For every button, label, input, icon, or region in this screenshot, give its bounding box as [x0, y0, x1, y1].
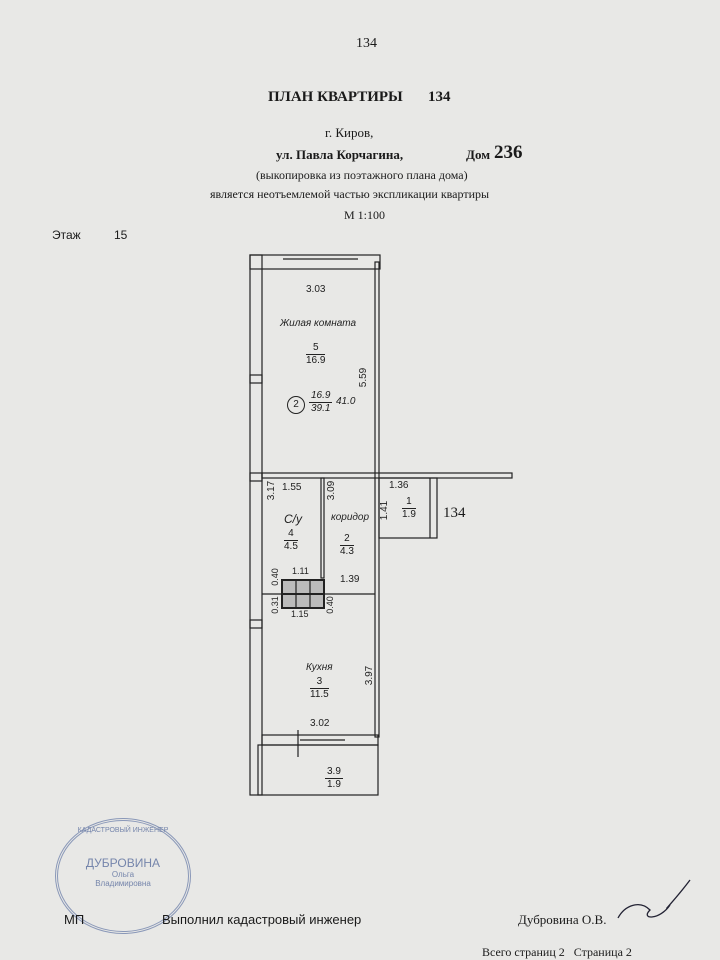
apartment-plan-label: 134 — [443, 505, 466, 521]
house-number: 236 — [494, 142, 523, 163]
apartment-number: 134 — [428, 89, 451, 105]
closet-width: 1.36 — [389, 480, 409, 491]
street: ул. Павла Корчагина, — [276, 147, 404, 162]
page-number: 134 — [356, 36, 377, 51]
integral-part-note: является неотъемлемой частью экспликации… — [210, 187, 490, 201]
floor-value: 15 — [114, 228, 128, 242]
engineer-stamp: КАДАСТРОВЫЙ ИНЖЕНЕР ДУБРОВИНА Ольга Влад… — [55, 818, 191, 934]
shaft-top-width: 1.11 — [292, 566, 309, 576]
living-room-width: 3.03 — [306, 284, 326, 295]
corridor-name: коридор — [331, 512, 370, 523]
bathroom-name: С/у — [284, 512, 302, 526]
page-title: ПЛАН КВАРТИРЫ — [268, 89, 403, 105]
kitchen-name: Кухня — [306, 662, 333, 673]
living-room-name: Жилая комната — [280, 318, 357, 329]
performed-by: Выполнил кадастровый инженер — [162, 912, 362, 927]
extract-note: (выкопировка из поэтажного плана дома) — [256, 168, 468, 182]
floor-label: Этаж — [52, 228, 81, 242]
kitchen-width: 3.02 — [310, 718, 330, 729]
corridor-width: 1.39 — [340, 574, 360, 585]
engineer-name: Дубровина О.В. — [518, 912, 607, 927]
shaft-bottom-width: 1.15 — [291, 609, 309, 619]
scale: М 1:100 — [344, 208, 386, 222]
apartment-marker: 2 — [287, 396, 305, 414]
mp-label: МП — [64, 912, 85, 927]
city: г. Киров, — [325, 125, 374, 140]
house-label: Дом — [466, 147, 491, 162]
bathroom-width: 1.55 — [282, 482, 302, 493]
total-with-balcony: 41.0 — [336, 396, 356, 407]
page-counter: Всего страниц 2 Страница 2 — [482, 945, 632, 959]
